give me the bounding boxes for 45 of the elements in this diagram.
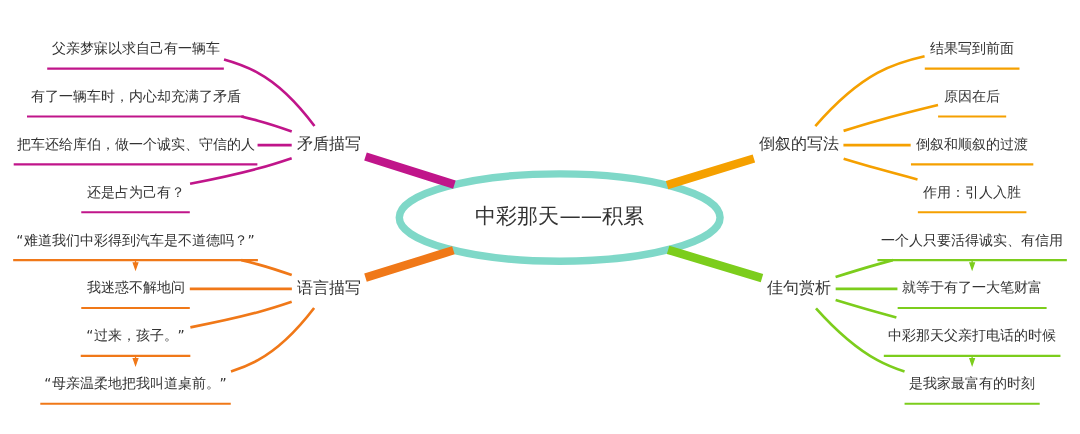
connector xyxy=(835,258,894,279)
node-text: “过来，孩子。” xyxy=(86,327,185,344)
node-text: 是我家最富有的时刻 xyxy=(909,375,1036,392)
connector xyxy=(843,103,939,133)
node-text: 矛盾描写 xyxy=(296,133,361,153)
node-text: 就等于有了一大笔财富 xyxy=(902,279,1043,296)
node-ellipse: 中彩那天——积累 xyxy=(395,170,724,265)
connector xyxy=(364,152,456,189)
connector xyxy=(843,143,911,147)
connector xyxy=(230,307,316,373)
connector xyxy=(364,246,455,282)
arrow xyxy=(969,355,976,368)
node-text: 佳句赏析 xyxy=(766,277,831,297)
node-text: 父亲梦寐以求自己有一辆车 xyxy=(51,40,220,57)
connector xyxy=(835,298,897,319)
node-text: 倒叙的写法 xyxy=(758,133,839,153)
connector xyxy=(843,157,918,181)
node-text: 有了一辆车时，内心却充满了矛盾 xyxy=(30,87,241,104)
connector xyxy=(835,287,898,291)
node-text: 把车还给库伯，做一个诚实、守信的人 xyxy=(16,135,255,152)
connector xyxy=(814,54,925,127)
connector xyxy=(815,307,905,373)
node-text: 还是占为己有？ xyxy=(86,183,185,200)
arrow xyxy=(969,259,976,272)
node-text: 我迷惑不解地问 xyxy=(86,279,185,296)
connector xyxy=(241,115,293,133)
node-text: “难道我们中彩得到汽车是不道德吗？” xyxy=(16,231,255,248)
connector xyxy=(189,287,292,291)
node-text: 中彩那天父亲打电话的时候 xyxy=(888,327,1057,344)
node-text: “母亲温柔地把我叫道桌前。” xyxy=(44,375,227,392)
node-text: 一个人只要活得诚实、有信用 xyxy=(881,231,1064,248)
connector xyxy=(665,154,756,190)
node-text: 结果写到前面 xyxy=(930,40,1015,57)
connector xyxy=(223,58,316,127)
connector xyxy=(190,300,293,329)
arrow xyxy=(132,355,139,368)
arrow xyxy=(132,259,139,272)
connector xyxy=(189,156,293,186)
node-text: 作用：引人入胜 xyxy=(923,183,1022,200)
connector xyxy=(666,245,764,283)
connector xyxy=(257,143,292,147)
node-text: 原因在后 xyxy=(944,87,1001,104)
connector xyxy=(241,258,293,277)
node-text: 倒叙和顺叙的过渡 xyxy=(916,135,1029,152)
node-text: 语言描写 xyxy=(296,277,361,297)
